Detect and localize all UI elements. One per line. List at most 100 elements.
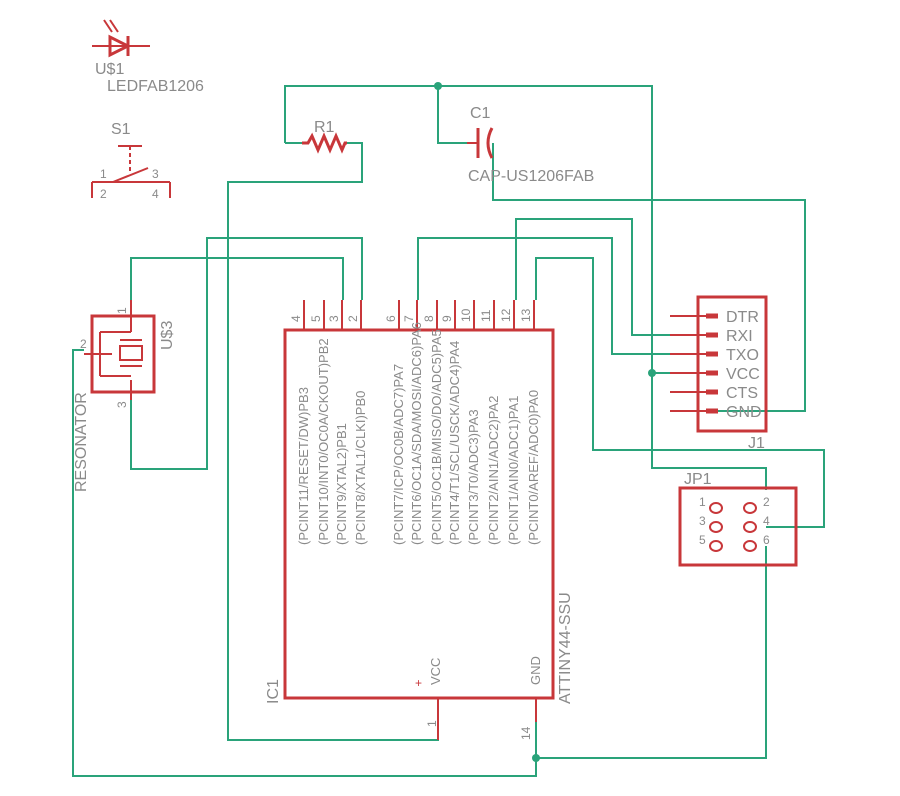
ftdi-pin-pad	[706, 332, 718, 338]
ftdi-pin-label: RXI	[726, 328, 753, 345]
mcu-pin-function: (PCINT4/T1/SCL/USCK/ADC4)PA4	[447, 341, 462, 545]
resonator-pin-1: 1	[115, 307, 129, 314]
isp-name: JP1	[684, 471, 712, 488]
isp-pin-label: 2	[763, 495, 770, 509]
switch-pin-1: 1	[100, 167, 107, 181]
mcu-pin-number: 5	[309, 315, 323, 322]
isp-pin-label: 1	[699, 495, 706, 509]
resistor-icon	[302, 132, 347, 154]
mcu-pin-number: 3	[327, 315, 341, 322]
ftdi-body	[696, 295, 768, 433]
isp-pin-label: 6	[763, 533, 770, 547]
switch-pin-4: 4	[152, 187, 159, 201]
mcu-pin-function: (PCINT3/T0/ADC3)PA3	[466, 409, 481, 545]
wire-pa0	[535, 257, 825, 528]
ftdi-pins: DTR RXI TXO VCC CTS GND	[670, 309, 762, 421]
wire-xtal2	[130, 257, 344, 300]
capacitor-c1: C1 CAP-US1206FAB	[467, 105, 594, 185]
junction-vcc-ftdi	[648, 369, 656, 377]
ftdi-pin-pad	[706, 370, 718, 376]
mcu-gnd-label: GND	[528, 656, 543, 685]
capacitor-value: CAP-US1206FAB	[468, 168, 594, 185]
mcu-pin-function: (PCINT5/OC1B/MISO/DO/ADC5)PA5	[429, 329, 444, 545]
wire-pa6	[417, 237, 700, 355]
ftdi-pin-label: GND	[726, 404, 762, 421]
mcu-pin-function: (PCINT1/AIN0/ADC1)PA1	[506, 396, 521, 545]
resistor-name: R1	[314, 119, 335, 136]
isp-pin-label: 3	[699, 514, 706, 528]
junction-vcc	[434, 82, 442, 90]
resonator-value: RESONATOR	[73, 392, 90, 492]
ftdi-j1: DTR RXI TXO VCC CTS GND J1	[670, 295, 768, 452]
isp-pins: 1 2 3 4 5 6	[699, 495, 770, 552]
mcu-pin-function: (PCINT2/AIN1/ADC2)PA2	[486, 396, 501, 545]
mcu-pin-number: 8	[422, 315, 436, 322]
isp-pin-pad	[743, 521, 757, 533]
led-u1: U$1 LEDFAB1206	[92, 19, 204, 95]
switch-name: S1	[111, 121, 131, 138]
mcu-pin-function: (PCINT11/RESET/DW)PB3	[296, 387, 311, 545]
mcu-pin-number: 13	[519, 308, 533, 322]
mcu-pin-number: 10	[459, 308, 473, 322]
nets	[72, 82, 825, 777]
mcu-pin-number: 6	[384, 315, 398, 322]
mcu-pin-function: (PCINT0/AREF/ADC0)PA0	[526, 390, 541, 545]
ftdi-name: J1	[748, 435, 765, 452]
capacitor-name: C1	[470, 105, 491, 122]
led-name: U$1	[95, 61, 124, 78]
isp-pin-label: 4	[763, 514, 770, 528]
wire-r1-reset	[227, 142, 439, 741]
ftdi-pin-label: VCC	[726, 366, 760, 383]
mcu-pin-number: 2	[346, 315, 360, 322]
ftdi-pin-pad	[706, 389, 718, 395]
mcu-pin-function: (PCINT8/XTAL1/CLKI)PB0	[353, 391, 368, 545]
isp-body	[678, 486, 798, 567]
ftdi-pin-label: TXO	[726, 347, 759, 364]
junction-gnd	[532, 754, 540, 762]
led-value: LEDFAB1206	[107, 78, 204, 95]
resonator-pin-2: 2	[80, 337, 87, 351]
isp-pin-pad	[709, 521, 723, 533]
isp-pin-pad	[743, 540, 757, 552]
resistor-r1: R1	[302, 119, 347, 154]
mcu-pin-number: 7	[402, 315, 416, 322]
mcu-pin-number: 11	[479, 309, 493, 322]
resonator-u3: 1 2 3 U$3 RESONATOR	[73, 300, 176, 492]
mcu-value: ATTINY44-SSU	[557, 592, 574, 704]
mcu-pin-number: 9	[440, 315, 454, 322]
mcu-body	[283, 328, 555, 700]
mcu-ic1: 4 (PCINT11/RESET/DW)PB3 5 (PCINT10/INT0/OC0…	[265, 300, 574, 740]
wire-c1	[437, 86, 467, 144]
svg-text:+: +	[415, 676, 422, 690]
wire-xtal1	[130, 237, 363, 470]
isp-pin-label: 5	[699, 533, 706, 547]
mcu-pin-number: 4	[289, 315, 303, 322]
mcu-pin-function: (PCINT10/INT0/OC0A/CKOUT)PB2	[316, 338, 331, 545]
mcu-pin-number: 12	[499, 308, 513, 322]
resonator-name: U$3	[159, 321, 176, 350]
mcu-name: IC1	[265, 679, 282, 704]
isp-pin-pad	[743, 502, 757, 514]
led-icon	[108, 34, 132, 58]
ftdi-pin-pad	[706, 351, 718, 357]
resonator-pin-3: 3	[115, 401, 129, 408]
mcu-pin-function: (PCINT6/OC1A/SDA/MOSI/ADC6)PA6	[409, 322, 424, 545]
mcu-vcc-label: VCC	[428, 658, 443, 685]
wire-c1-gnd	[492, 143, 806, 412]
isp-pin-pad	[709, 502, 723, 514]
isp-pin-pad	[709, 540, 723, 552]
mcu-pin-function: (PCINT9/XTAL2)PB1	[334, 423, 349, 545]
mcu-pin-14: 14	[519, 726, 533, 740]
switch-s1: S1 1 2 3 4	[91, 121, 171, 201]
wire-resonator-gnd	[72, 349, 537, 777]
switch-pin-3: 3	[152, 167, 159, 181]
mcu-pin-function: (PCINT7/ICP/OC0B/ADC7)PA7	[391, 364, 406, 545]
ftdi-pin-pad	[706, 408, 718, 414]
mcu-top-pins: 4 (PCINT11/RESET/DW)PB3 5 (PCINT10/INT0/OC0…	[289, 300, 541, 545]
ftdi-pin-label: CTS	[726, 385, 758, 402]
wire-pa1	[515, 218, 700, 336]
mcu-pin-1: 1	[425, 720, 439, 727]
ftdi-pin-pad	[706, 313, 718, 319]
wire-gnd-bottom	[535, 546, 767, 759]
ftdi-pin-label: DTR	[726, 309, 759, 326]
